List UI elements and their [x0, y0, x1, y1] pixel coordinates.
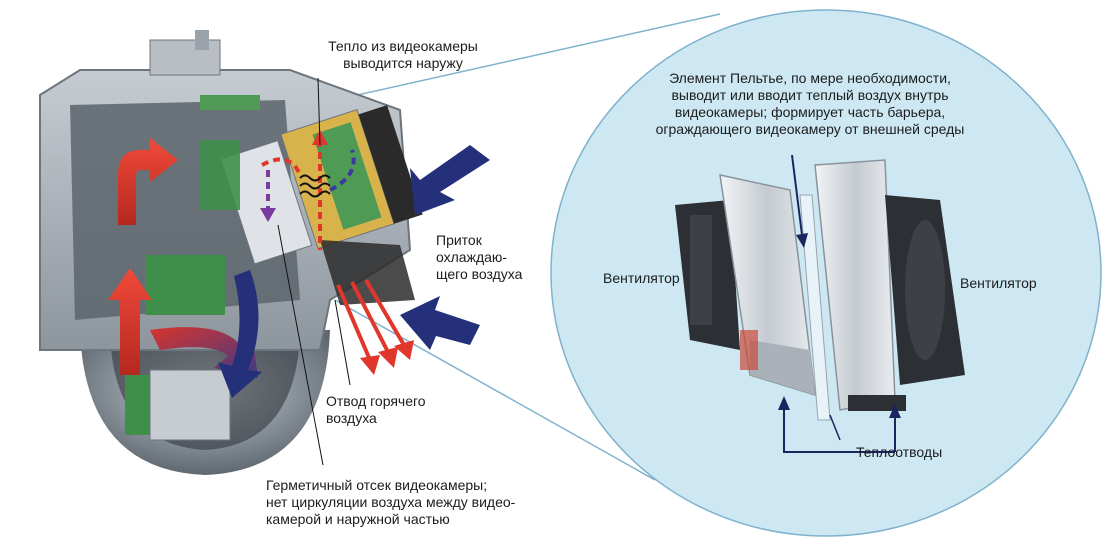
label-sealed-compartment: Герметичный отсек видеокамеры; нет цирку…: [266, 477, 516, 527]
label-heat-out: Тепло из видеокамеры выводится наружу: [328, 38, 478, 71]
circulation-arrow: [218, 270, 262, 398]
hot-air-arrow: [118, 138, 178, 225]
label-peltier: Элемент Пельтье, по мере необходимости, …: [655, 70, 965, 137]
label-fan-left: Вентилятор: [603, 270, 680, 286]
hot-air-arrow: [108, 268, 152, 375]
label-heatsinks: Теплоотводы: [856, 444, 943, 460]
hot-exhaust-arrows: [336, 278, 414, 375]
camera-cutaway: [39, 30, 490, 475]
zoom-line-bottom: [334, 299, 656, 481]
cold-air-intake-arrow: [410, 145, 490, 215]
circulation-arrow: [150, 327, 258, 378]
dashed-heat-arrow: [261, 157, 302, 176]
label-fan-right: Вентилятор: [960, 275, 1037, 291]
label-hot-exhaust: Отвод горячего воздуха: [326, 393, 426, 426]
peltier-assembly: [675, 154, 965, 453]
label-cooling-intake: Приток охлаждаю- щего воздуха: [436, 232, 523, 282]
zoom-line-top: [334, 13, 721, 101]
cold-air-intake-arrow: [400, 296, 480, 350]
pcb-board: [145, 255, 225, 315]
